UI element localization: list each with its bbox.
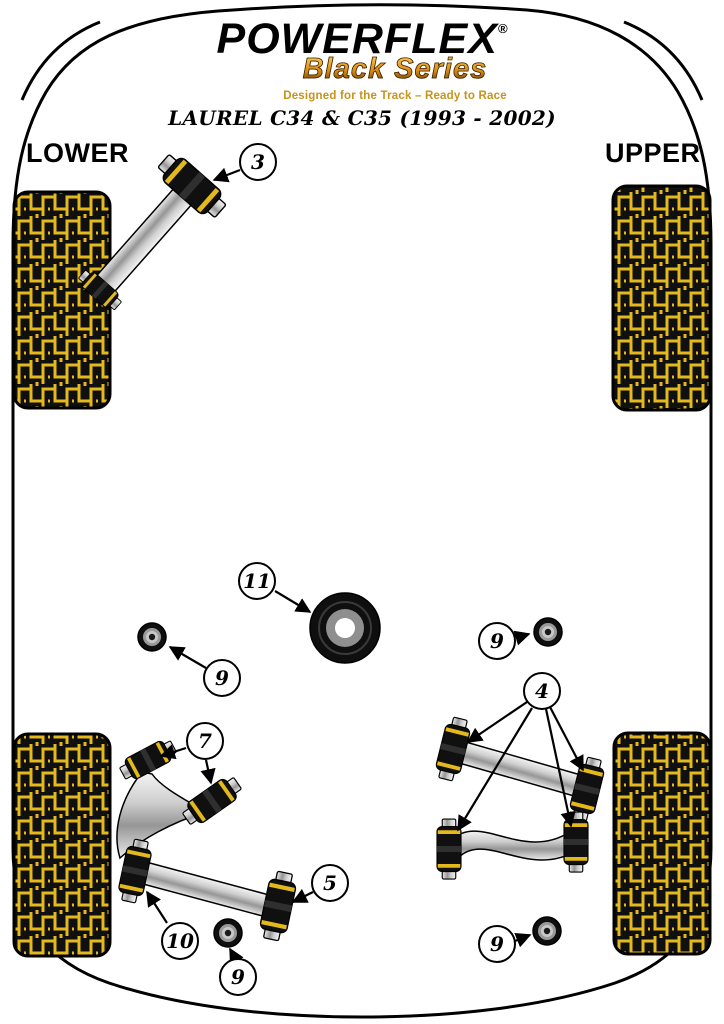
arrow-9-mid-left [168,646,207,669]
arrow-7b [200,759,216,785]
callout-9-mid-right: 9 [478,622,516,660]
tire-front-left [12,190,112,410]
brand-tagline: Designed for the Track – Ready to Race [283,90,507,102]
brand-name: POWERFLEX [216,15,498,63]
callout-3-label: 3 [251,150,265,174]
label-upper: UPPER [605,138,701,168]
callout-10: 10 [161,922,199,960]
arrow-4a [466,701,528,743]
callout-7-label: 7 [198,729,212,753]
callout-9-rear-left-label: 9 [231,965,245,989]
arrow-4c [457,707,533,832]
arrow-7a [159,744,187,760]
tire-rear-right [612,731,712,956]
callout-9-rear-left: 9 [219,958,257,996]
callout-11: 11 [238,562,276,600]
arrow-3 [212,167,241,183]
callout-9-rear-right: 9 [478,925,516,963]
rear-left-lower-arm [115,837,300,943]
callout-arrows [146,167,584,965]
small-bushing-rear-left [213,918,243,948]
brand-logo: POWERFLEX® [0,18,724,61]
callout-5: 5 [311,864,349,902]
small-bushing-mid-right [533,617,563,647]
callout-4-label: 4 [535,679,549,703]
callout-9-mid-right-label: 9 [490,629,504,653]
rear-left-upper-arm [116,735,246,860]
arrow-11 [274,590,312,613]
arrow-9-rear-right [514,932,532,948]
callout-7: 7 [186,722,224,760]
registered-mark: ® [497,21,508,36]
rear-right-lower-bushing-inner [436,818,462,880]
callout-5-label: 5 [323,871,337,895]
callout-9-mid-left-label: 9 [215,666,229,690]
small-bushing-mid-left [137,622,167,652]
vehicle-model-title: LAUREL C34 & C35 (1993 - 2002) [168,106,556,130]
small-bushing-rear-right [532,916,562,946]
callout-9-mid-left: 9 [203,659,241,697]
arrow-9-rear-left [229,947,244,965]
tire-rear-left [12,732,112,958]
front-trailing-arm [75,148,232,314]
arrow-9-mid-right [513,630,531,646]
callout-11-label: 11 [243,569,271,593]
arrow-4d [544,708,576,828]
label-lower: LOWER [26,138,129,168]
callout-3: 3 [239,143,277,181]
callout-4: 4 [523,672,561,710]
arrow-5 [291,888,314,903]
callout-9-rear-right-label: 9 [490,932,504,956]
front-corner-arc-left [20,20,101,101]
series-logo: Black Series [66,54,724,84]
rear-right-lower-bushing-outer [563,811,589,873]
arrow-4b [549,706,584,772]
rear-right-upper-arm [432,715,608,823]
center-large-bushing [309,592,381,664]
arrow-10 [146,890,168,924]
callout-10-label: 10 [166,929,194,953]
tire-front-right [611,184,712,412]
front-corner-arc-right [623,20,704,101]
rear-right-lower-arm [436,811,589,880]
